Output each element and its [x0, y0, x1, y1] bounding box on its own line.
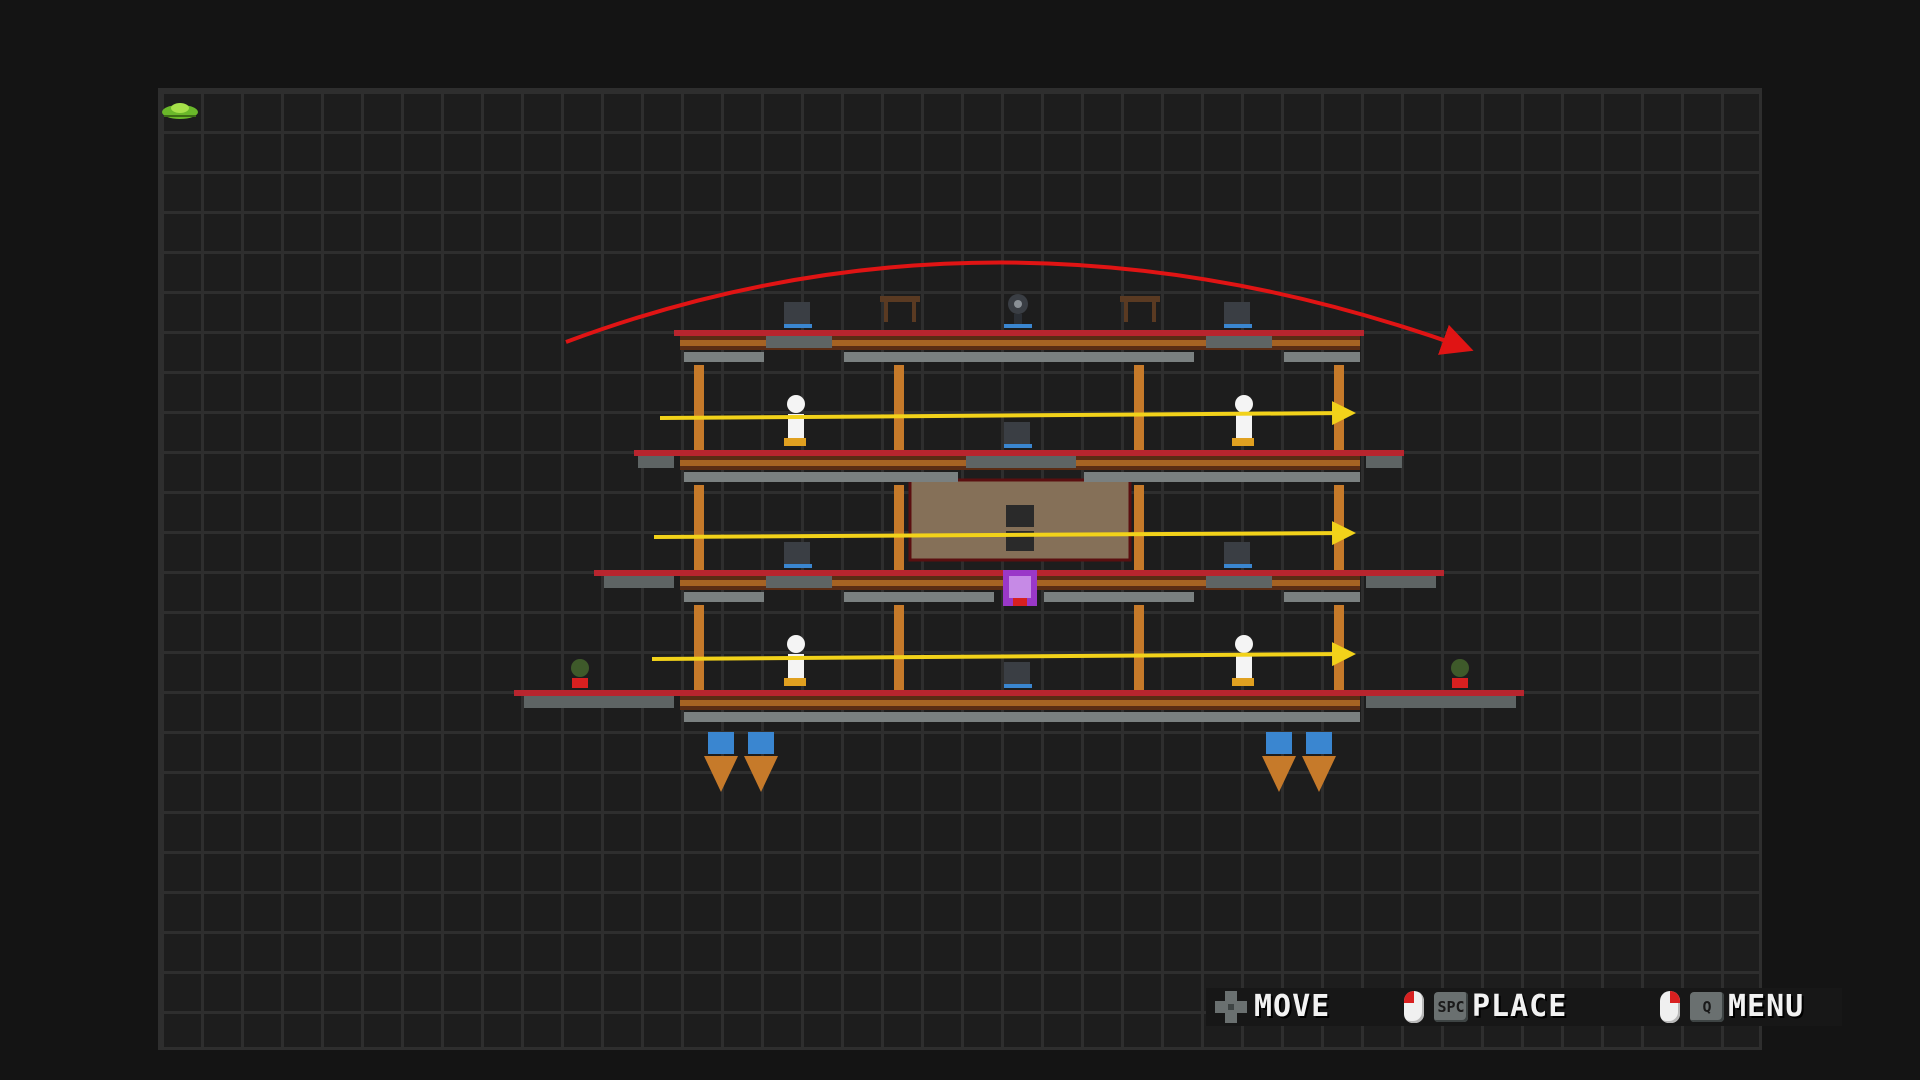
flight-direction-arrow: [565, 260, 1474, 355]
crew-route-arrow-2: [653, 521, 1356, 546]
cannon-bases: [784, 324, 1252, 688]
cursor-icon: [162, 103, 198, 119]
crew-member-icons: [784, 395, 1254, 686]
hull-deck-1: [674, 330, 1364, 362]
right-mouse-icon: [1660, 991, 1680, 1023]
control-hints-bar: MOVE SPC PLACE Q MENU: [1206, 988, 1842, 1026]
place-label: PLACE: [1472, 989, 1568, 1024]
thruster-icons: [704, 732, 1336, 792]
menu-hint: Q MENU: [1660, 988, 1804, 1026]
spacebar-key-icon: SPC: [1434, 992, 1468, 1022]
cannon-icons: [784, 302, 1250, 684]
move-label: MOVE: [1254, 989, 1331, 1024]
crew-route-arrow-1: [659, 401, 1356, 426]
place-hint: SPC PLACE: [1404, 988, 1567, 1026]
hull-deck-2: [634, 450, 1404, 482]
shield-generator-icons: [880, 296, 1160, 322]
crew-route-arrow-3: [651, 642, 1356, 667]
editor-grid[interactable]: [158, 88, 1762, 1050]
dpad-icon: [1215, 991, 1247, 1023]
command-room: [908, 478, 1132, 562]
ship-core-icon: [1003, 570, 1037, 606]
radar-dish-icon: [1008, 294, 1028, 324]
move-hint: MOVE: [1212, 988, 1330, 1026]
bomb-icons: [571, 659, 1469, 688]
hull-deck-4: [514, 690, 1524, 722]
left-mouse-icon: [1404, 991, 1424, 1023]
menu-label: MENU: [1728, 989, 1805, 1024]
q-key-icon: Q: [1690, 992, 1724, 1022]
